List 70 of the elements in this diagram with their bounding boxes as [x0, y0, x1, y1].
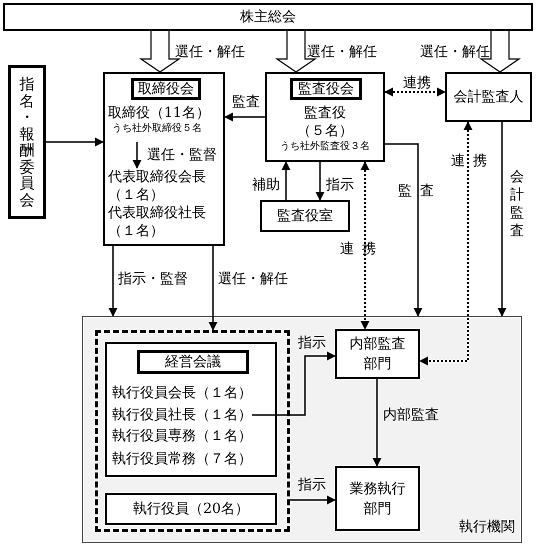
- region-title: 執行機関: [459, 518, 515, 537]
- box-title: 取締役会: [138, 80, 194, 98]
- edge-label: 会計監査: [510, 168, 524, 240]
- member-text: 代表取締役会長（１名）: [108, 168, 207, 204]
- arrow: [316, 162, 324, 201]
- arrow: [132, 142, 142, 169]
- arrow: [108, 246, 118, 317]
- region-panel: [82, 316, 522, 543]
- member-text: 執行役員専務（１名）: [112, 426, 252, 446]
- member-text: 監査役（５名）: [296, 104, 354, 140]
- edge-label: 指示: [298, 334, 326, 352]
- arrow: [224, 112, 265, 122]
- edge-label: 監査: [232, 93, 260, 111]
- edge-label: 指示・監督: [118, 270, 188, 288]
- audit-board-box: [265, 72, 385, 162]
- edge-label: 監査: [398, 182, 442, 200]
- edge-label: 連携: [403, 74, 431, 92]
- committee-box: [8, 65, 46, 219]
- arrow: [208, 246, 218, 331]
- box-title: 監査役会: [298, 80, 354, 98]
- box-title: 株主総会: [240, 8, 296, 26]
- member-text: 取締役（11名）: [108, 104, 210, 122]
- arrow: [290, 496, 336, 504]
- arrow: [360, 161, 370, 330]
- auditor-box: [445, 72, 532, 122]
- title-box: [137, 350, 249, 374]
- member-text: 執行役員会長（１名）: [112, 384, 252, 402]
- block-arrow: [479, 30, 521, 73]
- department-box: [335, 329, 420, 379]
- block-arrow: [139, 30, 181, 73]
- edge-label: 選任・解任: [218, 270, 288, 288]
- box-title: 会計監査人: [454, 88, 524, 106]
- member-text: 執行役員社長（１名）: [112, 406, 252, 424]
- arrow: [384, 88, 446, 96]
- edge-label: 補助: [252, 176, 280, 194]
- edge-label: 指示: [298, 476, 326, 494]
- arrow: [252, 352, 336, 416]
- vertical-title: 指名・報酬委員会: [20, 76, 34, 208]
- block-arrow: [275, 30, 317, 73]
- box-title: 業務執行部門: [348, 480, 406, 518]
- officer-box: [105, 493, 277, 525]
- arrow: [372, 379, 382, 467]
- arrow: [419, 121, 472, 366]
- meeting-box: [3, 3, 533, 31]
- edge-label: 内部監査: [383, 406, 439, 424]
- arrow: [498, 122, 506, 317]
- edge-label: 選任・解任: [307, 43, 377, 61]
- box-title: 経営会議: [165, 352, 221, 372]
- edge-label: 選任・解任: [175, 43, 245, 61]
- member-text: 執行役員常務（７名）: [112, 450, 252, 468]
- arrow: [46, 138, 104, 146]
- edge-label: 選任・解任: [420, 43, 490, 61]
- edge-label: 連携: [451, 152, 495, 170]
- title-box: [131, 78, 201, 100]
- box-title: 執行役員（20名）: [133, 500, 249, 518]
- box-title: 監査役室: [277, 206, 333, 226]
- arrow: [385, 143, 422, 317]
- member-text: 代表取締役社長（１名）: [108, 204, 207, 240]
- office-box: [260, 200, 350, 232]
- box-title: 内部監査部門: [348, 335, 406, 374]
- council-box: [105, 342, 277, 477]
- dashed-frame: [95, 330, 290, 532]
- note-text: うち社外監査役３名: [280, 140, 370, 154]
- note-text: うち社外取締役５名: [111, 122, 202, 136]
- edge-label: 指示: [326, 176, 354, 194]
- edge-label: 選任・監督: [147, 146, 217, 164]
- board-box: [103, 72, 225, 246]
- arrow: [282, 161, 290, 200]
- title-box: [290, 78, 362, 100]
- department-box: [335, 466, 420, 531]
